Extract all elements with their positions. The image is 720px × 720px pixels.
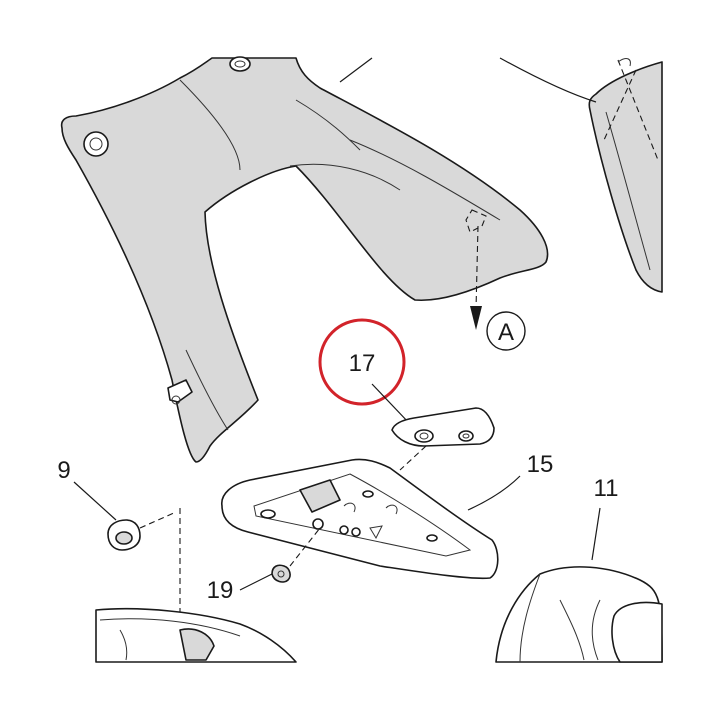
callout-17: 17 [349,350,376,377]
part-11-housing [495,566,663,663]
callout-9-leader [73,481,117,521]
view-a-label: A [498,319,514,346]
callout-15: 15 [527,451,554,478]
part-9-grommet [107,519,141,551]
view-a-marker: A [486,311,526,351]
callout-17-leader [371,383,411,425]
callout-9: 9 [57,457,70,484]
part-19-mount-line [289,527,321,567]
callout-19-leader [239,573,273,591]
callout-15-leader [467,475,521,511]
fairing-side-panel [60,56,549,463]
part-19-nut [271,564,291,583]
right-fairing-part [588,58,663,293]
part-17-mount-line [399,445,427,471]
view-a-arrow [470,225,482,330]
callout-11: 11 [594,475,619,502]
panel-leader-line [339,57,373,83]
part-15-frame [221,458,499,580]
lower-fairing-part [95,607,297,663]
part-9-mount-line [139,511,177,529]
part-17-bracket [391,407,495,447]
highlight-circle [318,318,406,406]
right-part-leader-line [499,57,597,103]
callout-19: 19 [207,577,234,604]
callout-11-leader [591,507,601,561]
